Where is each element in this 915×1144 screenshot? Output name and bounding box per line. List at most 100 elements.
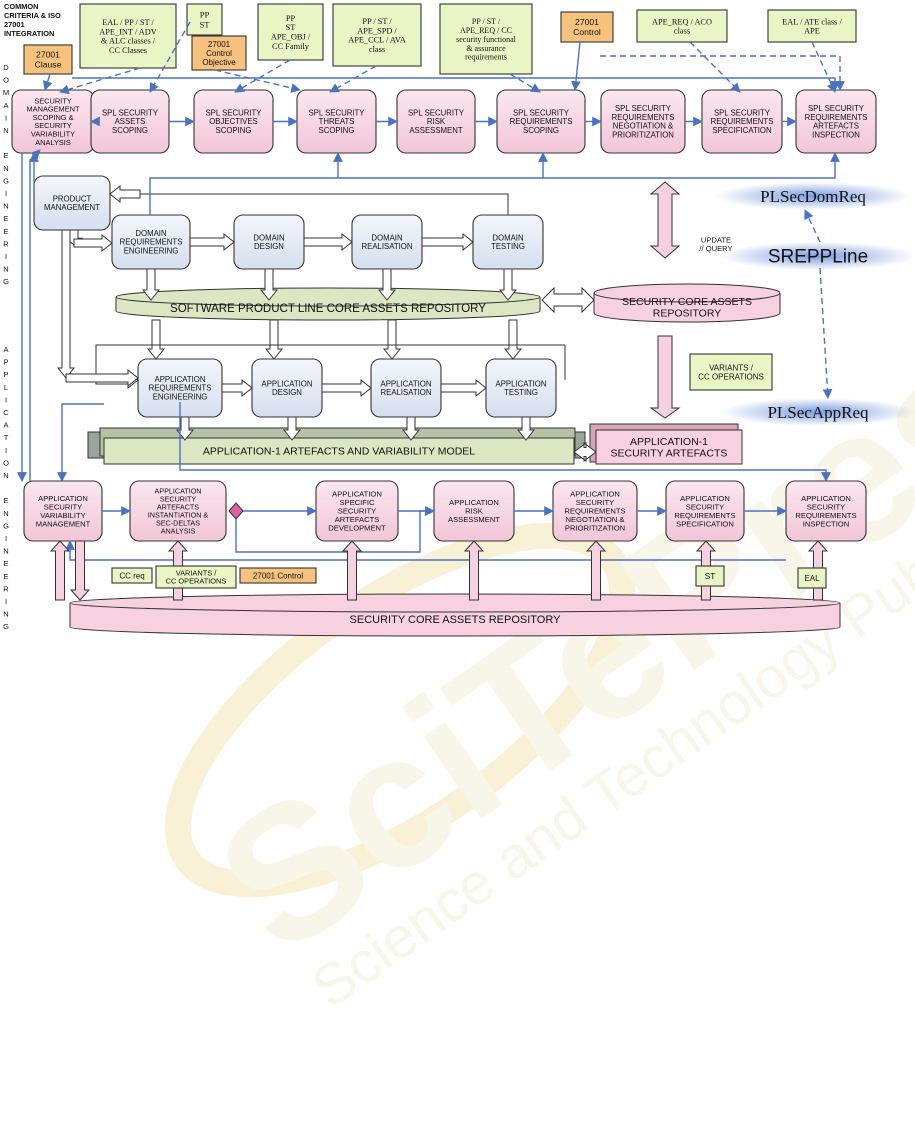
label-line: PRIORITIZATION <box>612 130 674 139</box>
label-line: & ALC classes / <box>101 37 156 46</box>
side-label-char: E <box>3 151 8 160</box>
side-label-char: C <box>3 408 9 417</box>
variants-note-top-shape <box>689 353 773 391</box>
note-link-10 <box>42 73 53 91</box>
label-line: APE_REQ / CC <box>460 26 512 35</box>
label-line: RISK <box>427 117 446 126</box>
side-label-char: I <box>5 189 7 198</box>
note-link-8 <box>571 41 581 91</box>
tool-app-label: PLSecAppReq <box>767 403 869 422</box>
update-query-label: UPDATE// QUERY <box>699 235 732 253</box>
decision-diamond <box>228 502 244 520</box>
tool-srepp: SREPPLine <box>720 242 915 270</box>
standard-note-n7: EAL / ATE class /APE <box>767 9 857 43</box>
security-core-assets-bottom: SECURITY CORE ASSETS REPOSITORY <box>69 593 841 637</box>
label-line: PP / ST / <box>472 17 501 26</box>
label-line: ARTEFACTS <box>813 122 859 131</box>
label-line: INSTANTIATION & <box>148 511 209 520</box>
label-line: DESIGN <box>254 242 284 251</box>
side-label-char: R <box>3 584 9 593</box>
label-line: VARIANTS / <box>176 568 217 577</box>
diamond-loop <box>235 506 435 553</box>
label-line: 27001 <box>36 50 60 60</box>
label-line: Control <box>206 49 232 58</box>
label-line: APPLICATION <box>155 486 202 495</box>
label-line: 27001 <box>575 17 599 27</box>
artefacts-exchange <box>573 442 597 462</box>
integration-label-line: INTEGRATION <box>4 29 54 38</box>
label-line: SECURITY <box>34 121 71 130</box>
side-label-char: N <box>3 509 8 518</box>
standard-note-n5-shape <box>439 3 533 75</box>
app-feedback-bracket <box>95 344 566 380</box>
iso-note-clause-shape <box>23 44 73 75</box>
label-line: CC OPERATIONS <box>698 372 764 381</box>
repo-up-5 <box>585 540 607 601</box>
label-line: SECURITY <box>576 498 614 507</box>
side-label-char: L <box>4 383 8 392</box>
repo-to-app-4 <box>503 319 523 360</box>
label-line: SCOPING <box>112 126 148 135</box>
standard-note-n6-shape <box>636 9 728 43</box>
app-to-artefacts-4 <box>516 416 536 441</box>
label-line: SPL SECURITY <box>808 104 865 113</box>
label-line: CC OPERATIONS <box>166 577 227 586</box>
label-line: SCOPING <box>319 126 355 135</box>
tool-srepp-label: SREPPLine <box>768 247 868 268</box>
side-label-char: I <box>5 113 7 122</box>
label-line: SECURITY <box>44 502 82 511</box>
iso-note-control-shape <box>560 11 614 43</box>
repo-down-1 <box>69 540 91 601</box>
side-label-char: N <box>3 265 8 274</box>
label-line: OBJECTIVES <box>209 117 258 126</box>
label-line: SPECIFIC <box>339 498 375 507</box>
label-line: MANAGEMENT <box>36 519 91 528</box>
side-label-char: O <box>3 458 9 467</box>
update-query-arrow <box>649 181 681 259</box>
label-line: PP <box>200 10 210 20</box>
label-line: ENGINEERING <box>153 392 208 401</box>
label-line: ASSESSMENT <box>409 126 463 135</box>
note-eal-bottom-shape <box>797 567 827 589</box>
repo-up-4 <box>463 540 485 601</box>
repo-up-3 <box>341 540 363 601</box>
repo-exchange <box>541 286 595 314</box>
standard-note-n7-shape <box>767 9 857 43</box>
repo-to-app-3 <box>382 319 402 360</box>
label-line: APE_INT / ADV <box>99 27 156 36</box>
label-line: REQUIREMENTS <box>674 511 735 520</box>
side-label-char: I <box>5 597 7 606</box>
label-line: APE <box>804 27 820 36</box>
label-line: SPL SECURITY <box>102 108 159 117</box>
integration-label-line: 27001 <box>4 20 25 29</box>
feedback-arrow <box>109 184 141 204</box>
label-line: ARTEFACTS <box>157 502 199 511</box>
label-line: EAL / ATE class / <box>782 17 842 26</box>
label-line: REQUIREMENTS <box>612 113 675 122</box>
label-line: SPL SECURITY <box>205 108 262 117</box>
side-label-char: T <box>4 433 9 442</box>
app-security-activity-5: APPLICATIONSECURITYREQUIREMENTSNEGOTIATI… <box>552 480 638 542</box>
tool-dom: PLSecDomReq <box>715 182 911 210</box>
label-line: MANAGEMENT <box>27 105 80 114</box>
label-line: 27001 Control <box>253 571 303 580</box>
label-line: REPOSITORY <box>653 308 721 320</box>
side-label-char: P <box>3 358 8 367</box>
side-label-char: M <box>3 88 9 97</box>
security-to-app-artefacts <box>649 335 681 419</box>
label-line: ST <box>199 19 210 29</box>
label-line: class <box>369 45 385 54</box>
label-line: requirements <box>465 53 507 62</box>
label-line: APPLICATION <box>496 379 547 388</box>
security-core-assets-bottom-top <box>69 593 841 613</box>
app-process-flow-1 <box>221 378 253 398</box>
spl-core-assets-repository: SOFTWARE PRODUCT LINE CORE ASSETS REPOSI… <box>115 287 541 321</box>
label-line: APPLICATION <box>38 494 88 503</box>
